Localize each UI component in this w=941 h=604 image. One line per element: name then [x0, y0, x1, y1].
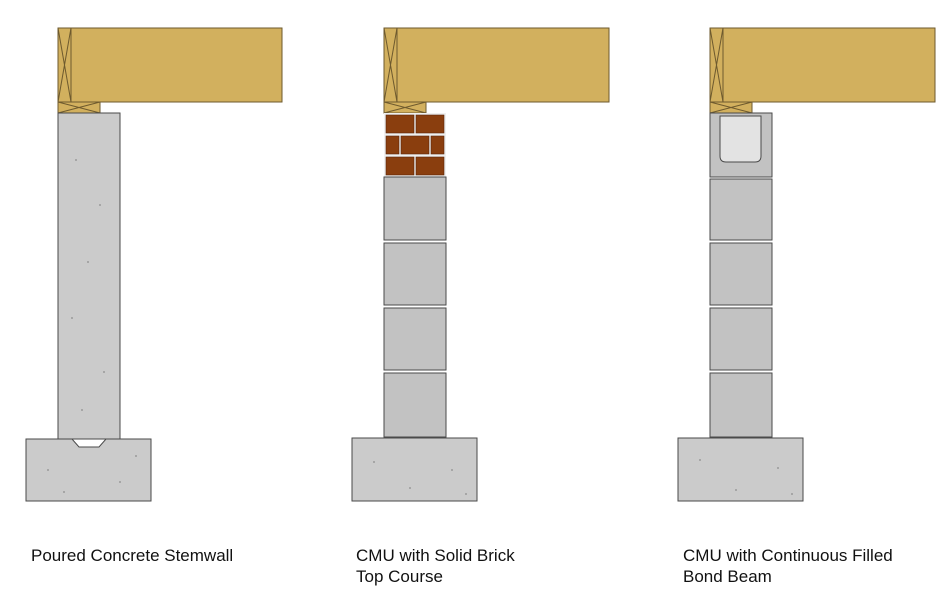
- floor-joist: [709, 27, 936, 103]
- concrete-footing: [351, 437, 478, 502]
- sill-plate: [709, 101, 753, 114]
- concrete-aggregate: [47, 159, 137, 493]
- cmu-block: [709, 307, 773, 371]
- caption-line: Top Course: [356, 567, 443, 586]
- brick: [385, 156, 415, 176]
- rim-joist: [709, 27, 724, 103]
- floor-joist: [383, 27, 610, 103]
- cmu-block: [709, 242, 773, 306]
- cmu-block: [709, 178, 773, 241]
- caption-line: CMU with Continuous Filled: [683, 546, 893, 565]
- detail-cmu-bond-beam: [677, 27, 936, 502]
- caption-line: Poured Concrete Stemwall: [31, 546, 234, 565]
- concrete-footing: [25, 438, 152, 502]
- concrete-stemwall: [57, 112, 121, 440]
- bond-beam-grout: [719, 115, 762, 163]
- cmu-wall: [383, 176, 447, 438]
- floor-joist: [57, 27, 283, 103]
- cmu-block: [383, 242, 447, 306]
- detail-cmu-brick: [351, 27, 610, 502]
- brick: [415, 114, 445, 134]
- rim-joist: [57, 27, 72, 103]
- sill-plate: [57, 101, 101, 114]
- caption-poured-concrete-stemwall: Poured Concrete Stemwall: [31, 545, 233, 566]
- cmu-block: [383, 176, 447, 241]
- caption-cmu-brick-top-course: CMU with Solid Brick Top Course: [356, 545, 515, 587]
- cmu-block: [383, 307, 447, 371]
- brick: [415, 156, 445, 176]
- rim-joist: [383, 27, 398, 103]
- concrete-footing: [677, 437, 804, 502]
- brick: [385, 114, 415, 134]
- cmu-block: [709, 372, 773, 438]
- bond-beam-block: [709, 112, 773, 178]
- cmu-block: [383, 372, 447, 438]
- caption-line: CMU with Solid Brick: [356, 546, 515, 565]
- cmu-wall: [709, 178, 773, 438]
- caption-cmu-bond-beam: CMU with Continuous Filled Bond Beam: [683, 545, 893, 587]
- concrete-aggregate: [373, 461, 467, 495]
- caption-line: Bond Beam: [683, 567, 772, 586]
- brick-top-course: [384, 113, 446, 177]
- brick: [430, 135, 445, 155]
- brick: [385, 135, 400, 155]
- brick: [400, 135, 430, 155]
- sill-plate: [383, 101, 427, 114]
- detail-poured-concrete: [25, 27, 283, 502]
- concrete-aggregate: [699, 459, 793, 495]
